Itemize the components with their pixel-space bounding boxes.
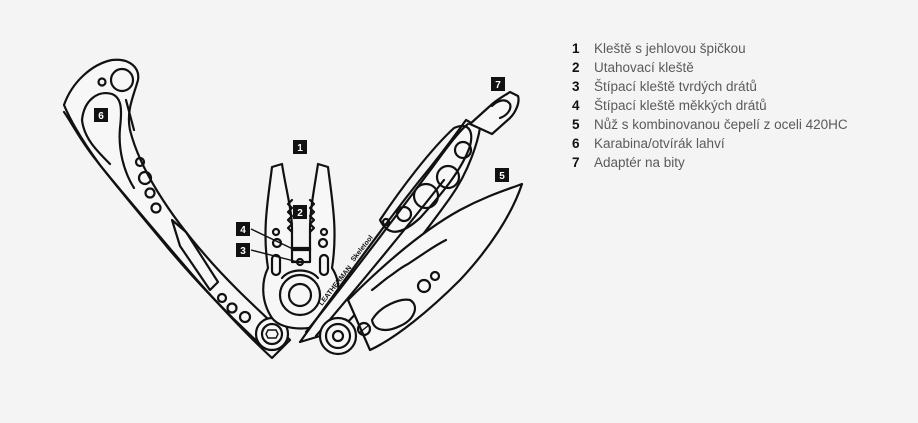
svg-text:3: 3 — [240, 246, 246, 257]
legend-number: 6 — [572, 136, 580, 151]
legend-text: Nůž s kombinovanou čepelí z oceli 420HC — [594, 117, 848, 132]
legend-number: 4 — [572, 98, 580, 113]
legend-text: Štípací kleště měkkých drátů — [594, 98, 767, 113]
legend-number: 3 — [572, 79, 580, 94]
leader-line-3 — [250, 249, 299, 263]
legend-item-5: 5 Nůž s kombinovanou čepelí z oceli 420HC — [572, 115, 848, 134]
legend-item-1: 1 Kleště s jehlovou špičkou — [572, 39, 848, 58]
callout-tag-1: 1 — [293, 140, 307, 154]
knife-blade — [318, 182, 524, 356]
leader-line-4 — [250, 228, 296, 251]
legend-text: Štípací kleště tvrdých drátů — [594, 79, 757, 94]
svg-text:1: 1 — [297, 143, 303, 154]
legend-number: 5 — [572, 117, 580, 132]
legend-number: 1 — [572, 41, 580, 56]
callout-tag-2: 2 — [293, 205, 307, 219]
legend-number: 2 — [572, 60, 580, 75]
legend-text: Karabina/otvírák lahví — [594, 136, 725, 151]
callout-tag-5: 5 — [495, 168, 509, 182]
callout-tag-4: 4 — [236, 222, 250, 236]
svg-text:5: 5 — [499, 171, 505, 182]
legend-text: Utahovací kleště — [594, 60, 694, 75]
pliers-head — [262, 162, 340, 330]
svg-text:6: 6 — [98, 111, 104, 122]
legend-item-3: 3 Štípací kleště tvrdých drátů — [572, 77, 848, 96]
legend-number: 7 — [572, 155, 580, 170]
left-handle-carabiner — [62, 58, 292, 360]
svg-text:2: 2 — [297, 208, 303, 219]
legend-text: Adaptér na bity — [594, 155, 685, 170]
legend-item-7: 7 Adaptér na bity — [572, 153, 848, 172]
callout-tag-7: 7 — [491, 77, 505, 91]
callout-tag-6: 6 — [94, 108, 108, 122]
callout-tag-3: 3 — [236, 243, 250, 257]
legend-item-2: 2 Utahovací kleště — [572, 58, 848, 77]
svg-text:4: 4 — [240, 225, 246, 236]
legend-item-4: 4 Štípací kleště měkkých drátů — [572, 96, 848, 115]
parts-legend: 1 Kleště s jehlovou špičkou 2 Utahovací kl… — [572, 39, 848, 172]
legend-text: Kleště s jehlovou špičkou — [594, 41, 746, 56]
svg-text:7: 7 — [495, 80, 501, 91]
legend-item-6: 6 Karabina/otvírák lahví — [572, 134, 848, 153]
